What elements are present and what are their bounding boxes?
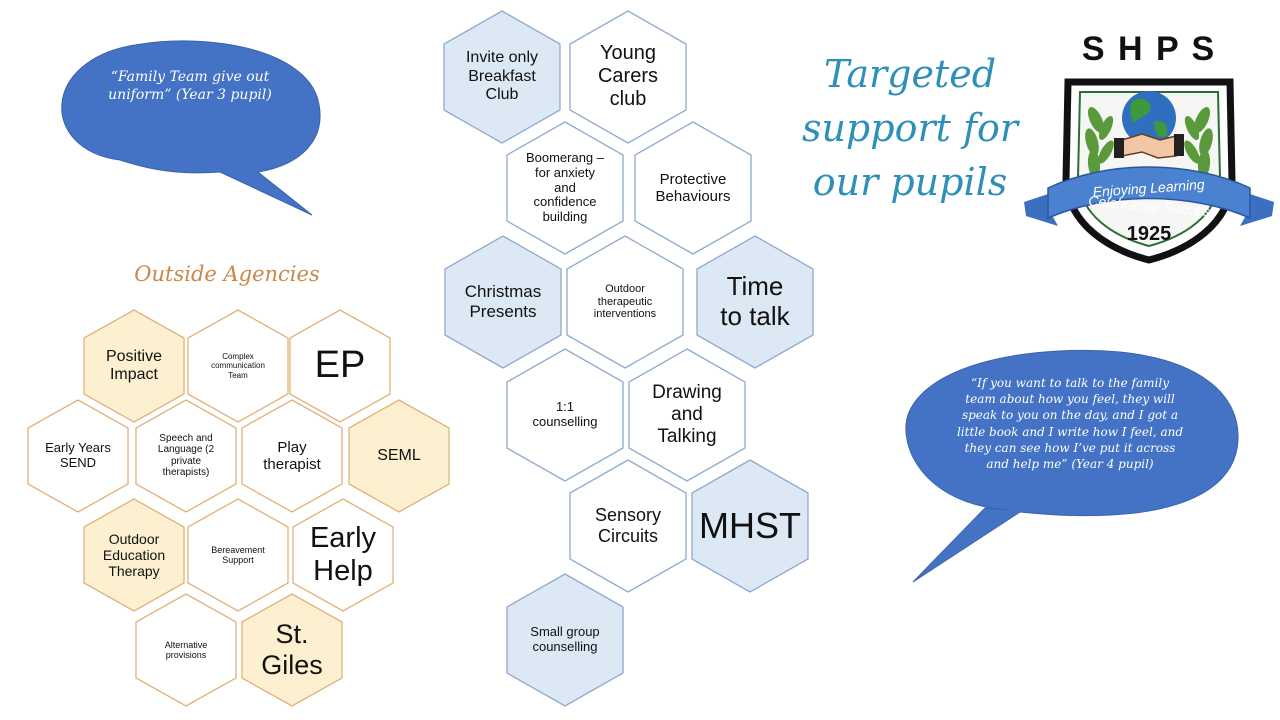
agency-hex-outdoor-education-therapy: [83, 498, 185, 612]
logo-letters: S H P S: [1081, 30, 1217, 68]
targeted-hex-boomerang-for-anxiety-and-confidence-building: [506, 121, 624, 255]
targeted-hex-time-to-talk: [696, 235, 814, 369]
agency-hex-alternative-provisions: [135, 593, 237, 707]
targeted-hex-protective-behaviours: [634, 121, 752, 255]
targeted-hex-1-1-counselling: [506, 348, 624, 482]
agency-hex-speech-and-language-2-private-therapists: [135, 399, 237, 513]
agency-hex-label-positive-impact: Positive Impact: [105, 347, 163, 383]
targeted-hex-outdoor-therapeutic-interventions: [566, 235, 684, 369]
agency-hex-label-bereavement-support: Bereavement Support: [211, 544, 265, 565]
agency-hex-label-st-giles: St. Giles: [261, 618, 323, 680]
agency-hex-label-seml: SEML: [377, 446, 421, 464]
agency-hex-label-ep: EP: [314, 344, 366, 387]
targeted-hex-label-mhst: MHST: [699, 505, 801, 547]
agency-hex-complex-communication-team: [187, 309, 289, 423]
school-logo: 1925 Enjoying Learning Celebrating Succe…: [1018, 30, 1280, 265]
logo-motto-1: Enjoying Learning: [1092, 176, 1205, 200]
agency-hex-seml: [348, 399, 450, 513]
agency-hex-label-alternative-provisions: Alternative provisions: [164, 639, 208, 660]
agency-hex-label-play-therapist: Play therapist: [263, 438, 321, 473]
targeted-hex-label-time-to-talk: Time to talk: [720, 271, 790, 331]
speech-bubble-left: [61, 40, 321, 216]
targeted-hex-label-boomerang-for-anxiety-and-confidence-building: Boomerang – for anxiety and confidence b…: [525, 149, 605, 225]
agency-hex-play-therapist: [241, 399, 343, 513]
quote-right: “If you want to talk to the family team …: [956, 376, 1184, 471]
agency-hex-label-early-help: Early Help: [309, 521, 377, 587]
agency-hex-positive-impact: [83, 309, 185, 423]
targeted-hex-invite-only-breakfast-club: [443, 10, 561, 144]
agency-hex-label-speech-and-language-2-private-therapists: Speech and Language (2 private therapist…: [157, 432, 215, 479]
targeted-hex-small-group-counselling: [506, 573, 624, 707]
targeted-hex-young-carers-club: [569, 10, 687, 144]
agency-hex-bereavement-support: [187, 498, 289, 612]
targeted-hex-label-outdoor-therapeutic-interventions: Outdoor therapeutic interventions: [593, 283, 657, 321]
speech-bubble-right: [905, 349, 1239, 583]
page-title: Targeted support for our pupils: [801, 52, 1019, 204]
targeted-hex-label-christmas-presents: Christmas Presents: [464, 282, 542, 321]
targeted-hex-sensory-circuits: [569, 459, 687, 593]
targeted-hex-label-invite-only-breakfast-club: Invite only Breakfast Club: [465, 49, 539, 104]
quote-left: “Family Team give out uniform” (Year 3 p…: [108, 69, 272, 104]
agency-hex-label-early-years-send: Early Years SEND: [45, 440, 111, 470]
agency-hex-early-help: [292, 498, 394, 612]
agency-hex-ep: [289, 309, 391, 423]
targeted-hex-label-drawing-and-talking: Drawing and Talking: [652, 382, 722, 447]
targeted-hex-mhst: [691, 459, 809, 593]
targeted-hex-label-1-1-counselling: 1:1 counselling: [532, 399, 598, 429]
targeted-hex-drawing-and-talking: [628, 348, 746, 482]
targeted-hex-label-small-group-counselling: Small group counselling: [530, 624, 600, 654]
targeted-hex-christmas-presents: [444, 235, 562, 369]
targeted-hex-label-sensory-circuits: Sensory Circuits: [594, 505, 662, 546]
targeted-hex-label-young-carers-club: Young Carers club: [597, 42, 658, 111]
logo-year: 1925: [1127, 223, 1172, 245]
agency-hex-label-outdoor-education-therapy: Outdoor Education Therapy: [102, 530, 166, 580]
agency-hex-early-years-send: [27, 399, 129, 513]
targeted-hex-label-protective-behaviours: Protective Behaviours: [655, 170, 731, 205]
outside-agencies-heading: Outside Agencies: [134, 262, 320, 286]
agency-hex-label-complex-communication-team: Complex communication Team: [211, 352, 265, 380]
agency-hex-st-giles: [241, 593, 343, 707]
